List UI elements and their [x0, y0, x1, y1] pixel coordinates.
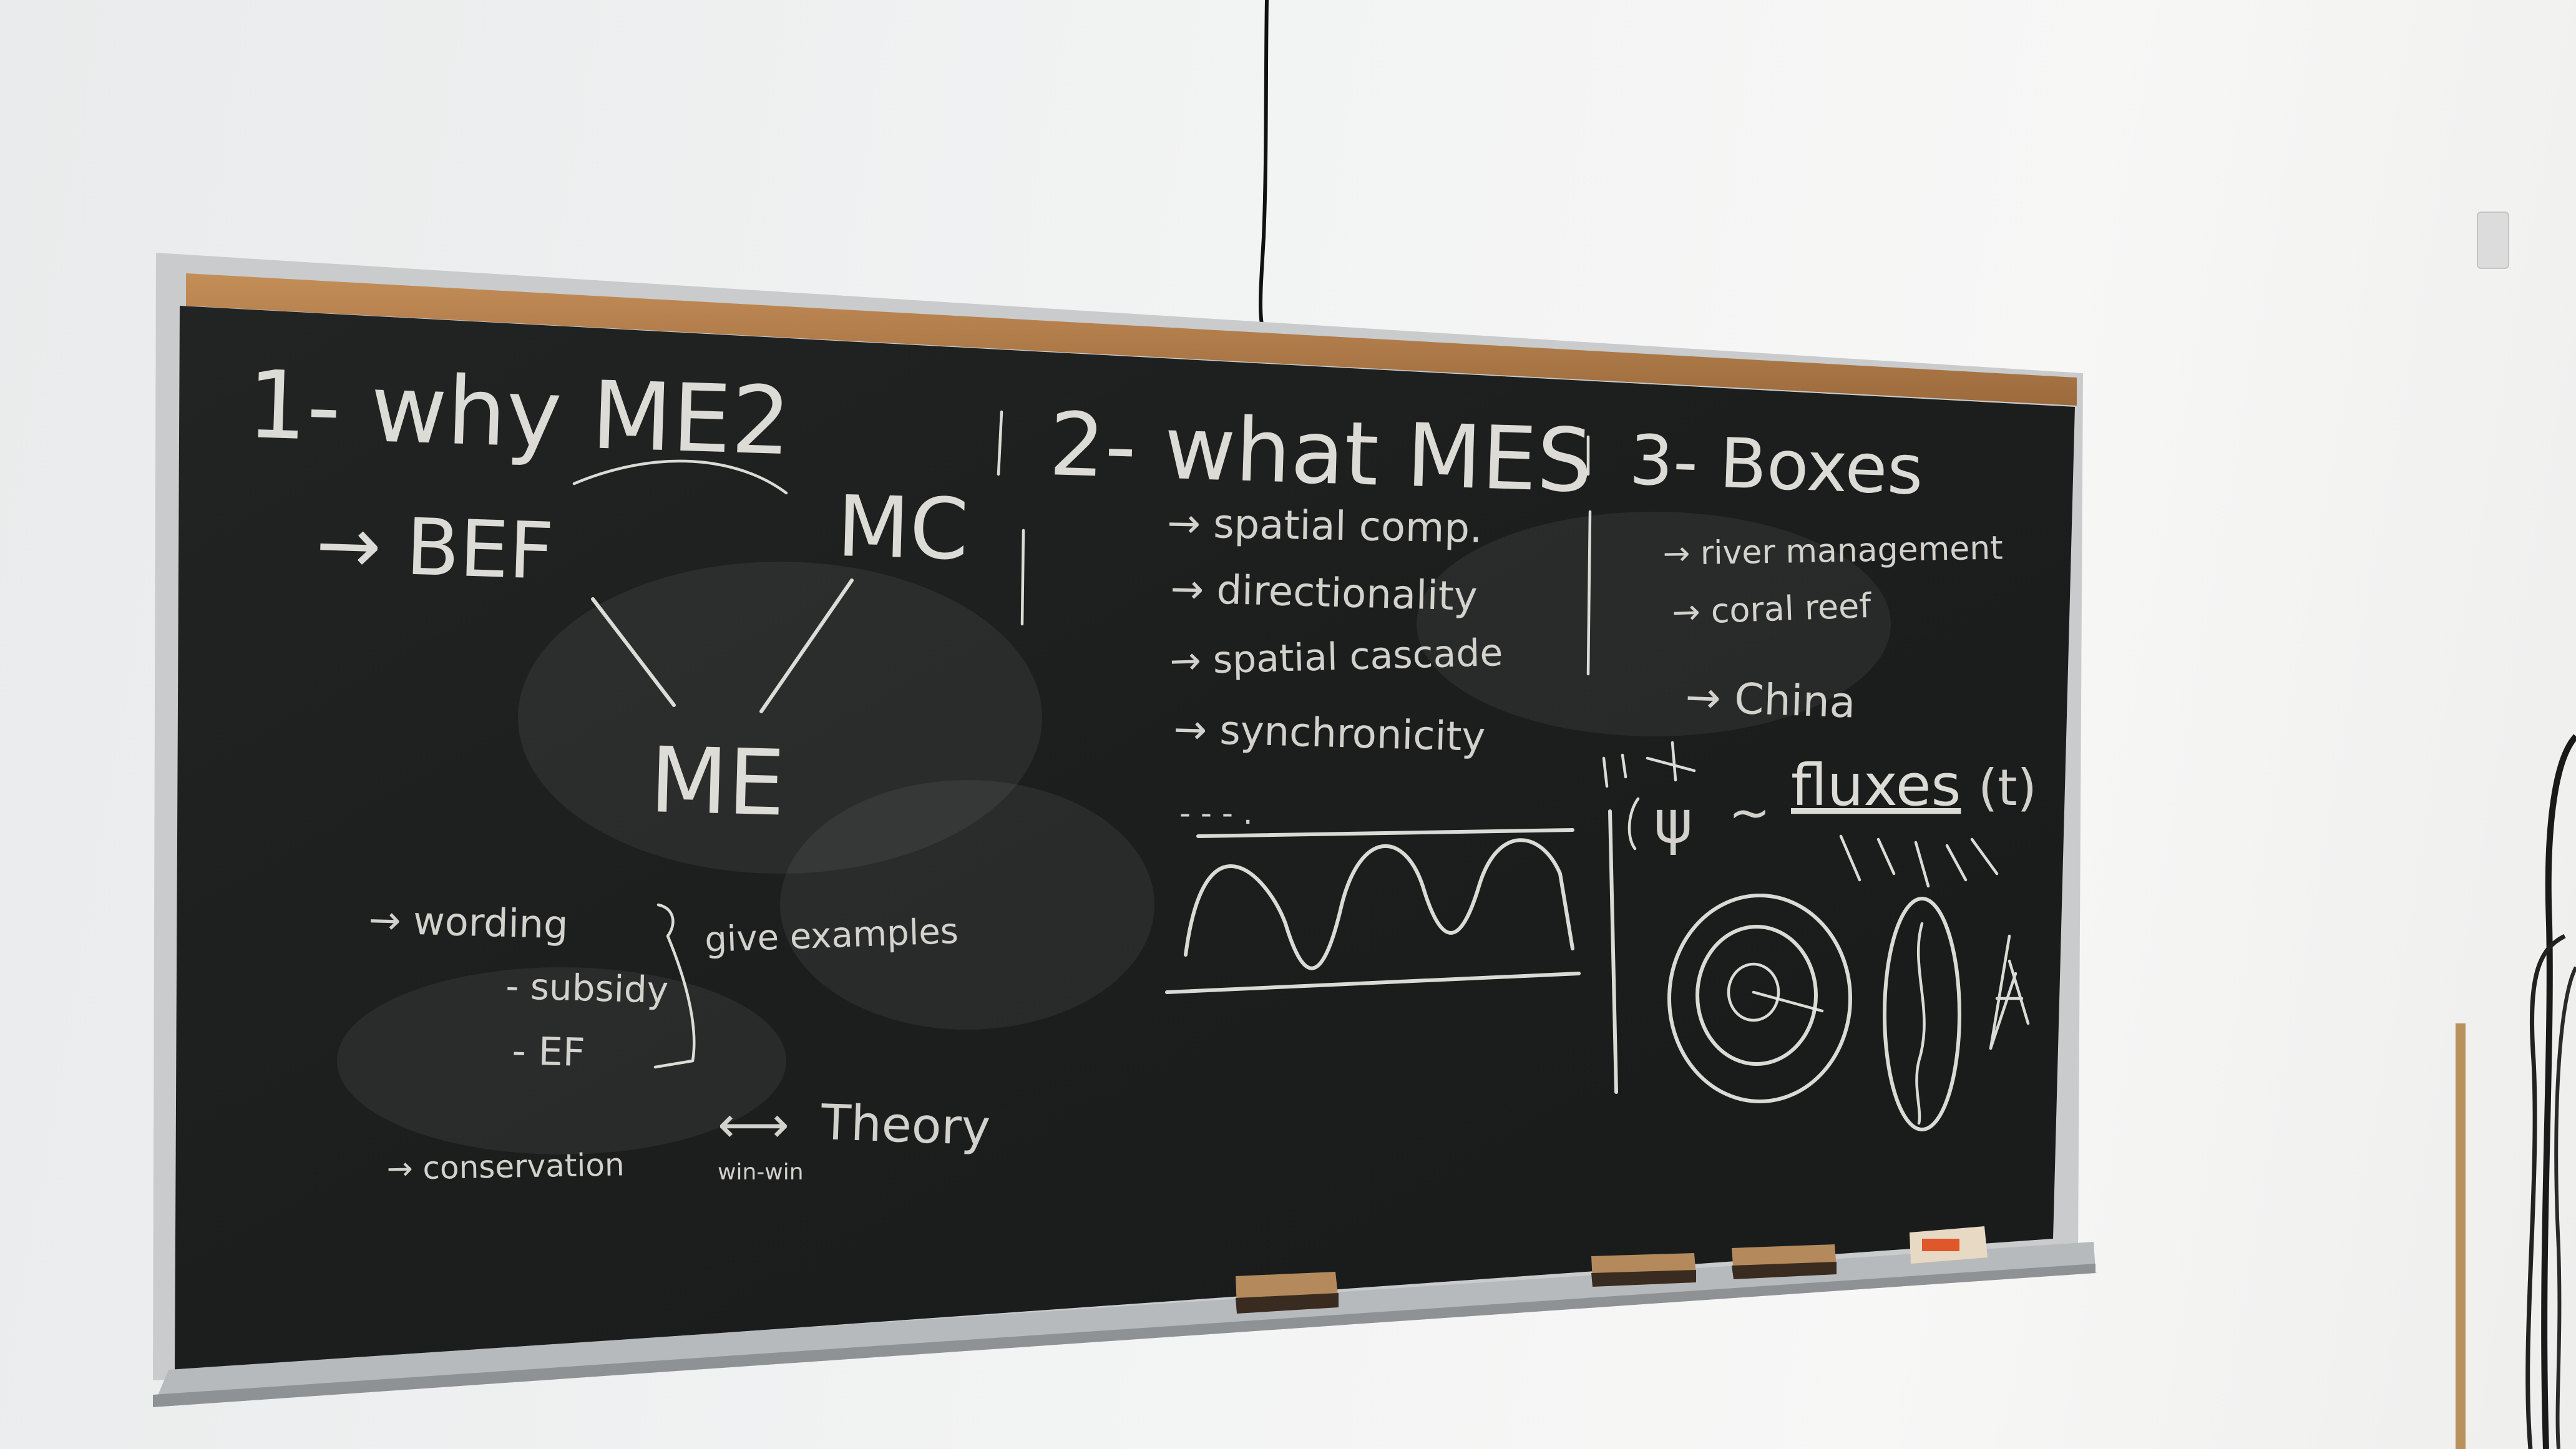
cork-strip — [186, 273, 2077, 406]
concentric-circle-outer — [1667, 894, 1852, 1103]
smudge — [1417, 512, 1891, 736]
flux-rays — [1839, 834, 1999, 888]
concentric-circle-inner — [1727, 962, 1780, 1022]
col3-item-3: → China — [1684, 673, 1856, 728]
wave-bottom-line — [1165, 972, 1581, 994]
eraser[interactable] — [1732, 1244, 1837, 1279]
col1-bracket — [653, 903, 696, 1069]
column-divider-2 — [1586, 435, 1592, 676]
river-channel — [1915, 922, 1926, 1125]
col1-ef: - EF — [512, 1028, 586, 1075]
col1-me: ME — [648, 728, 786, 837]
col1-double-arrow: ⟷ — [718, 1096, 789, 1154]
eraser[interactable] — [1591, 1253, 1696, 1287]
column-divider-1 — [997, 410, 1025, 626]
col2-item-2: → directionality — [1170, 566, 1478, 620]
diagram-line-bef-me — [591, 597, 676, 707]
col1-wording: → wording — [368, 897, 569, 947]
board-surface — [175, 306, 2075, 1372]
wall-outlet — [2477, 212, 2509, 269]
wall-cable-2 — [2525, 934, 2566, 1449]
col3-fluxes-arg: (t) — [1978, 759, 2037, 817]
smudge — [780, 780, 1154, 1030]
river-oval — [1883, 897, 1961, 1131]
wave-curve — [1184, 838, 1574, 970]
diagram-arc — [572, 459, 788, 495]
wave-top-line — [1196, 828, 1574, 838]
col2-item-4: → synchronicity — [1173, 706, 1486, 761]
eraser[interactable] — [1236, 1272, 1339, 1314]
col3-item-1: → river management — [1662, 529, 2003, 573]
hanging-cable — [1259, 0, 1269, 341]
col2-dots: - - - . — [1179, 795, 1253, 831]
col3-fluxes: fluxes — [1791, 752, 1961, 819]
chalk-box[interactable] — [1910, 1226, 1988, 1264]
col1-conservation: → conservation — [386, 1146, 625, 1187]
equation-psi: ψ — [1654, 788, 1693, 857]
chalk-tray-lip — [153, 1264, 2095, 1407]
equation-fraction — [1602, 741, 1696, 851]
col3-item-2: → coral reef — [1671, 586, 1873, 632]
column-divider-3 — [1608, 809, 1618, 1094]
smudge — [518, 562, 1042, 874]
diagram-line-mc-me — [759, 578, 854, 713]
col1-mc: MC — [836, 477, 970, 578]
col2-item-1: → spatial comp. — [1167, 500, 1483, 552]
circle-arrow — [1752, 990, 1824, 1013]
col1-win-win: win-win — [718, 1159, 804, 1185]
equation-tilde: ~ — [1729, 784, 1770, 842]
col3-heading: 3- Boxes — [1628, 420, 1925, 510]
wooden-stick — [2456, 1023, 2466, 1449]
wall-cable-1 — [2541, 734, 2576, 1449]
col1-give-examples: give examples — [704, 911, 959, 960]
col1-bef: → BEF — [315, 499, 555, 597]
concentric-circle-middle — [1695, 925, 1818, 1066]
col1-subsidy: - subsidy — [505, 965, 669, 1012]
col2-item-3: → spatial cascade — [1169, 631, 1504, 683]
col1-theory: Theory — [819, 1095, 991, 1156]
col1-heading: 1- why ME2 — [246, 351, 793, 476]
col2-heading: 2- what MES — [1048, 394, 1594, 512]
wall-cable-3 — [2554, 966, 2576, 1449]
smudge — [337, 967, 786, 1154]
tree-sketch — [1989, 934, 2030, 1050]
